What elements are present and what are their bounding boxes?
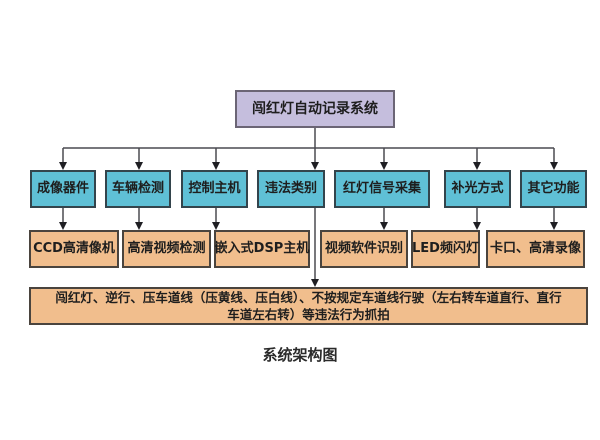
violation-detail-line: 车道左右转）等违法行为抓拍	[227, 307, 390, 322]
level2-node-red-light-signal-collection: 红灯信号采集	[334, 170, 430, 208]
arrowhead-down-icon	[311, 162, 319, 170]
arrowhead-down-icon	[473, 162, 481, 170]
arrowhead-down-icon	[380, 222, 388, 230]
level3-node-video-software-recognition: 视频软件识别	[320, 230, 408, 268]
arrowhead-down-icon	[59, 222, 67, 230]
level2-node-imaging-device: 成像器件	[30, 170, 96, 208]
arrowhead-down-icon	[550, 222, 558, 230]
arrowhead-down-icon	[550, 162, 558, 170]
arrowhead-down-icon	[311, 279, 319, 287]
violation-detail-line: 闯红灯、逆行、压车道线（压黄线、压白线）、不按规定车道线行驶（左右转车道直行、直…	[55, 290, 562, 305]
diagram-caption: 系统架构图	[262, 346, 338, 364]
violation-detail: 闯红灯、逆行、压车道线（压黄线、压白线）、不按规定车道线行驶（左右转车道直行、直…	[29, 287, 588, 325]
level3-node-checkpoint-hd-recording: 卡口、高清录像	[486, 230, 585, 268]
arrowhead-down-icon	[59, 162, 67, 170]
level3-node-embedded-dsp-host: 嵌入式DSP主机	[214, 230, 310, 268]
level2-node-control-host: 控制主机	[181, 170, 248, 208]
root-node: 闯红灯自动记录系统	[235, 90, 395, 128]
arrowhead-down-icon	[380, 162, 388, 170]
level3-node-led-strobe-light: LED频闪灯	[411, 230, 480, 268]
arrowhead-down-icon	[212, 162, 220, 170]
level2-node-vehicle-detection: 车辆检测	[105, 170, 171, 208]
level2-node-other-functions: 其它功能	[520, 170, 587, 208]
level2-node-fill-light-mode: 补光方式	[444, 170, 511, 208]
level2-node-violation-category: 违法类别	[257, 170, 325, 208]
level3-node-ccd-hd-camera: CCD高清像机	[29, 230, 119, 268]
arrowhead-down-icon	[212, 222, 220, 230]
level3-node-hd-video-detection: 高清视频检测	[122, 230, 211, 268]
arrowhead-down-icon	[135, 162, 143, 170]
arrowhead-down-icon	[473, 222, 481, 230]
arrowhead-down-icon	[135, 222, 143, 230]
